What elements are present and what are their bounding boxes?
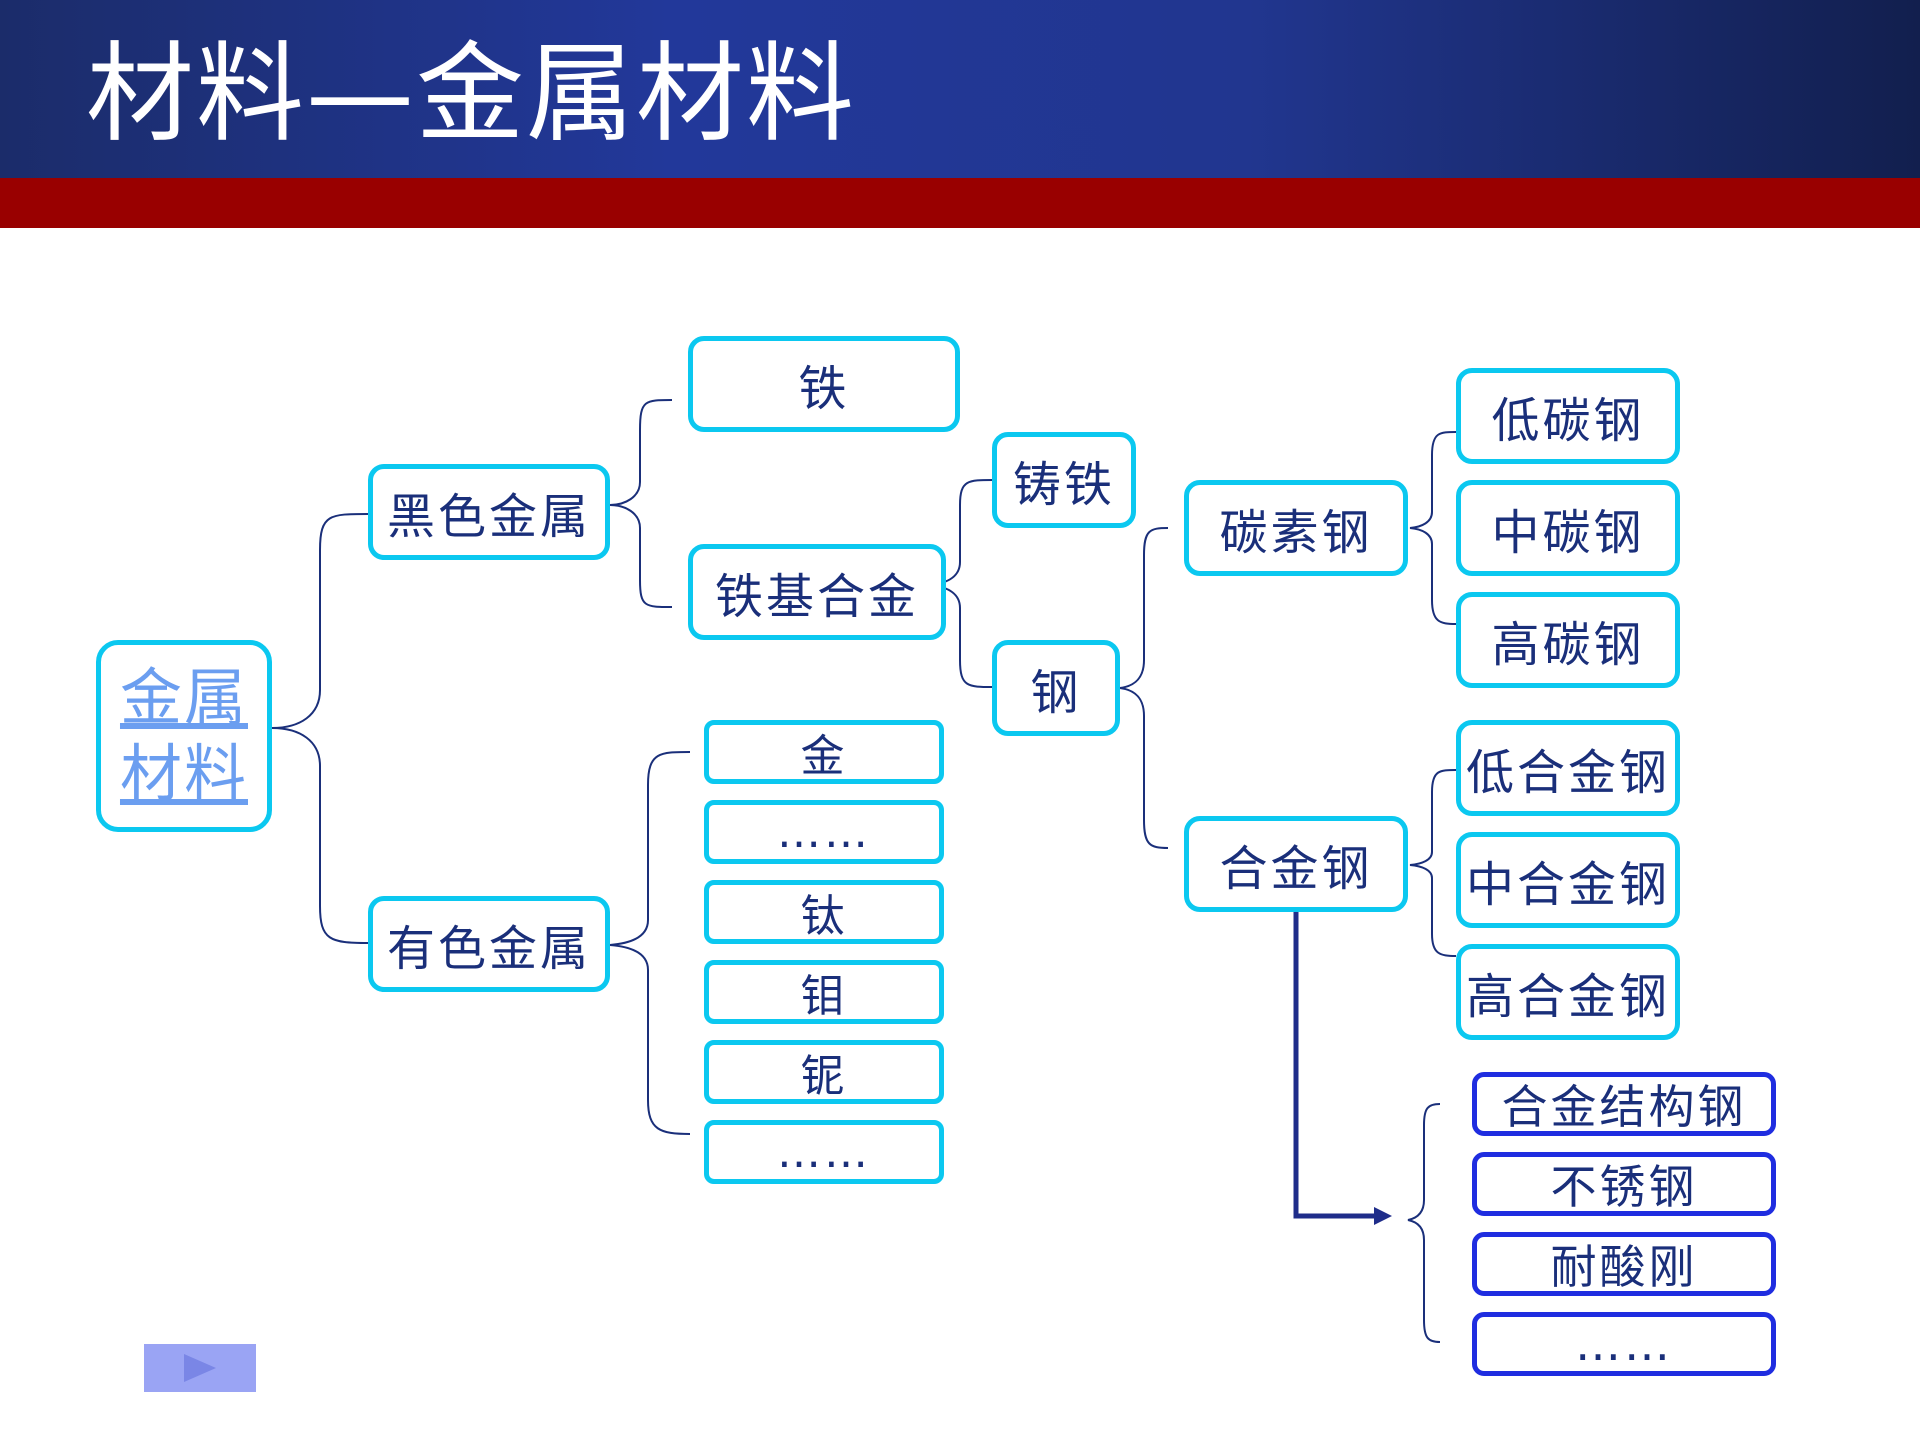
root-node-metal-materials[interactable]: 金属材料 bbox=[96, 640, 272, 832]
node-label: …… bbox=[1575, 1317, 1673, 1371]
node-label: 钢 bbox=[1030, 665, 1082, 721]
node-label: 金 bbox=[800, 731, 848, 782]
node-label: 碳素钢 bbox=[1219, 505, 1373, 561]
node-label: 黑色金属 bbox=[386, 489, 591, 545]
node-ellipsis: …… bbox=[704, 800, 944, 864]
node-label: 铁 bbox=[798, 361, 850, 417]
node-ellipsis: …… bbox=[1472, 1312, 1776, 1376]
node-molybdenum: 钼 bbox=[704, 960, 944, 1024]
node-high-alloy-steel: 高合金钢 bbox=[1456, 944, 1680, 1040]
node-high-carbon-steel: 高碳钢 bbox=[1456, 592, 1680, 688]
node-mid-alloy-steel: 中合金钢 bbox=[1456, 832, 1680, 928]
node-stainless-steel: 不锈钢 bbox=[1472, 1152, 1776, 1216]
node-gold: 金 bbox=[704, 720, 944, 784]
node-low-alloy-steel: 低合金钢 bbox=[1456, 720, 1680, 816]
brace-ferrous bbox=[609, 399, 673, 608]
play-triangle-icon bbox=[184, 1354, 216, 1382]
node-ferrous-metals: 黑色金属 bbox=[368, 464, 610, 560]
node-niobium: 铌 bbox=[704, 1040, 944, 1104]
node-label: 铸铁 bbox=[1012, 457, 1115, 513]
node-label: 耐酸刚 bbox=[1550, 1240, 1698, 1294]
node-label: …… bbox=[777, 1126, 871, 1178]
arrow-line bbox=[1293, 912, 1384, 1219]
brace-steel bbox=[1119, 527, 1169, 849]
node-alloy-structural-steel: 合金结构钢 bbox=[1472, 1072, 1776, 1136]
node-cast-iron: 铸铁 bbox=[992, 432, 1136, 528]
next-slide-button[interactable] bbox=[144, 1344, 256, 1392]
node-label: 中合金钢 bbox=[1465, 857, 1670, 913]
brace-nonferrous bbox=[609, 751, 691, 1135]
node-iron: 铁 bbox=[688, 336, 960, 432]
node-carbon-steel: 碳素钢 bbox=[1184, 480, 1408, 576]
node-titanium: 钛 bbox=[704, 880, 944, 944]
brace-root bbox=[271, 513, 369, 944]
arrow-head bbox=[1374, 1207, 1392, 1225]
node-label: 合金结构钢 bbox=[1501, 1080, 1747, 1134]
node-label: 有色金属 bbox=[386, 921, 591, 977]
node-ellipsis: …… bbox=[704, 1120, 944, 1184]
page-title: 材料—金属材料 bbox=[86, 32, 857, 157]
node-label: 不锈钢 bbox=[1550, 1160, 1698, 1214]
node-label: 铌 bbox=[800, 1051, 848, 1102]
node-mid-carbon-steel: 中碳钢 bbox=[1456, 480, 1680, 576]
node-label: …… bbox=[777, 806, 871, 858]
brace-alloy-steel bbox=[1409, 769, 1457, 957]
accent-bar bbox=[0, 178, 1920, 228]
node-acid-resistant-steel: 耐酸刚 bbox=[1472, 1232, 1776, 1296]
node-steel: 钢 bbox=[992, 640, 1120, 736]
brace-alloy-steel-types bbox=[1407, 1103, 1441, 1343]
node-iron-alloy: 铁基合金 bbox=[688, 544, 946, 640]
node-label: 低碳钢 bbox=[1491, 393, 1645, 449]
node-label: 中碳钢 bbox=[1491, 505, 1645, 561]
brace-carbon-steel bbox=[1409, 431, 1457, 625]
node-nonferrous-metals: 有色金属 bbox=[368, 896, 610, 992]
node-label: 钼 bbox=[800, 971, 848, 1022]
node-label: 合金钢 bbox=[1219, 841, 1373, 897]
node-label: 高碳钢 bbox=[1491, 617, 1645, 673]
node-low-carbon-steel: 低碳钢 bbox=[1456, 368, 1680, 464]
node-label: 铁基合金 bbox=[714, 569, 919, 625]
root-link[interactable]: 金属材料 bbox=[119, 661, 248, 810]
header-bar: 材料—金属材料 bbox=[0, 0, 1920, 178]
node-label: 钛 bbox=[800, 891, 848, 942]
node-label: 高合金钢 bbox=[1465, 969, 1670, 1025]
node-alloy-steel: 合金钢 bbox=[1184, 816, 1408, 912]
node-label: 低合金钢 bbox=[1465, 745, 1670, 801]
